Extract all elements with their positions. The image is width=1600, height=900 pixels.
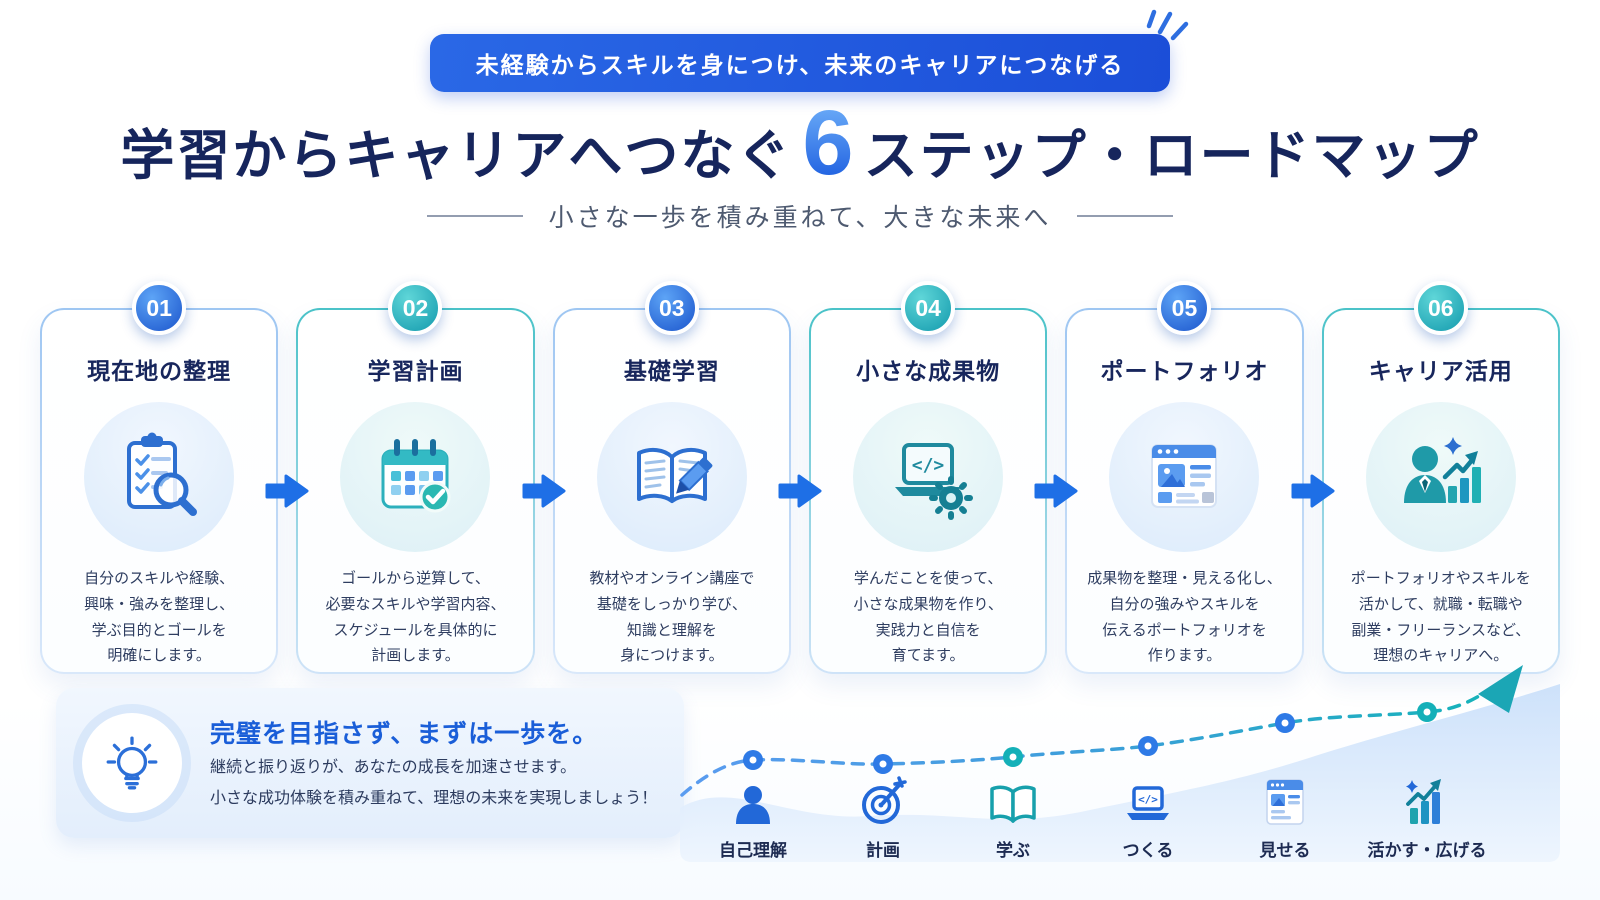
subtitle-row: 小さな一歩を積み重ねて、大きな未来へ (0, 198, 1600, 234)
open-book-icon (933, 770, 1093, 828)
step-card-4: 04 小さな成果物 </> (808, 281, 1048, 674)
header-badge: 未経験からスキルを身につけ、未来のキャリアにつなげる (429, 34, 1171, 92)
title-number: 6 (802, 92, 854, 194)
milestone-plan: 計画 (803, 770, 963, 861)
step-arrow-icon (521, 282, 567, 674)
tip-line: 小さな成功体験を積み重ねて、理想の未来を実現しましょう！ (210, 790, 658, 807)
milestone-learn: 学ぶ (933, 770, 1093, 861)
tip-text: 完璧を目指さず、まずは一歩を。 継続と振り返りが、あなたの成長を加速させます。 … (210, 714, 657, 812)
step-arrow-icon (777, 282, 823, 674)
lightbulb-icon (82, 713, 182, 813)
step-number-badge: 03 (644, 281, 699, 335)
step-number-badge: 05 (1157, 281, 1212, 335)
calendar-check-icon (340, 402, 491, 552)
tip-title: 完璧を目指さず、まずは一歩を。 (210, 720, 599, 749)
step-description: 教材やオンライン講座で基礎をしっかり学び、 知識と理解を身につけます。 (589, 570, 755, 665)
step-description: 自分のスキルや経験、興味・強みを整理し、 学ぶ目的とゴールを明確にします。 (84, 570, 235, 665)
step-arrow-icon (264, 282, 310, 674)
step-description: 成果物を整理・見える化し、自分の強みやスキルを 伝えるポートフォリオを作ります。 (1087, 570, 1282, 665)
tip-box: 完璧を目指さず、まずは一歩を。 継続と振り返りが、あなたの成長を加速させます。 … (56, 688, 684, 838)
book-pencil-icon (596, 402, 747, 552)
laptop-code-gear-icon: </> (853, 402, 1004, 552)
growth-chart-icon (1347, 770, 1507, 828)
step-description: ゴールから逆算して、必要なスキルや学習内容、 スケジュールを具体的に計画します。 (325, 570, 506, 665)
step-card-3: 03 基礎学習 (552, 281, 791, 674)
step-title: ポートフォリオ (1100, 358, 1269, 384)
subtitle-line-left (426, 215, 523, 217)
step-title: キャリア活用 (1368, 358, 1513, 384)
svg-text:</>: </> (1138, 793, 1158, 806)
person-growth-chart-icon (1365, 402, 1516, 552)
step-arrow-icon (1290, 282, 1336, 674)
step-number-badge: 06 (1413, 281, 1468, 335)
clipboard-magnifier-icon (84, 402, 235, 552)
title-left: 学習からキャリアへつなぐ (120, 126, 793, 186)
svg-text:</>: </> (912, 455, 945, 476)
step-card-2: 02 学習計画 (296, 281, 535, 674)
laptop-code-icon: </> (1068, 770, 1228, 828)
journey-path: 自己理解 計画 (680, 650, 1560, 900)
subtitle-line-right (1077, 215, 1174, 217)
tip-line: 継続と振り返りが、あなたの成長を加速させます。 (210, 759, 577, 777)
subtitle: 小さな一歩を積み重ねて、大きな未来へ (548, 204, 1052, 232)
header: 未経験からスキルを身につけ、未来のキャリアにつなげる 学習からキャリアへつなぐ … (0, 0, 1600, 234)
title-right: ステップ・ロードマップ (863, 126, 1480, 186)
step-card-1: 01 現在地の整理 (40, 281, 279, 674)
milestone-self-understanding: 自己理解 (673, 770, 833, 861)
step-description: 学んだことを使って、小さな成果物を作り、 実践力と自信を育てます。 (853, 570, 1003, 665)
person-icon (673, 770, 833, 828)
step-card-5: 05 ポートフォリオ (1065, 281, 1304, 674)
browser-portfolio-icon (1109, 402, 1260, 552)
page-title: 学習からキャリアへつなぐ 6 ステップ・ロードマップ (0, 92, 1600, 194)
bottom-section: 完璧を目指さず、まずは一歩を。 継続と振り返りが、あなたの成長を加速させます。 … (0, 650, 1600, 900)
emphasis-dashes-icon (1146, 8, 1198, 59)
milestone-create: </> つくる (1068, 770, 1228, 861)
growth-curve (680, 665, 1560, 862)
step-title: 学習計画 (367, 358, 464, 384)
milestone-leverage: 活かす・広げる (1347, 770, 1507, 861)
steps-row: 01 現在地の整理 (0, 281, 1600, 674)
step-title: 小さな成果物 (856, 358, 1001, 384)
step-number-badge: 01 (132, 281, 187, 335)
step-title: 現在地の整理 (87, 358, 232, 384)
step-number-badge: 04 (901, 281, 956, 335)
step-description: ポートフォリオやスキルを活かして、就職・転職や 副業・フリーランスなど、理想のキ… (1350, 570, 1531, 665)
step-title: 基礎学習 (623, 358, 720, 384)
target-icon (803, 770, 963, 828)
step-number-badge: 02 (388, 281, 443, 335)
browser-icon (1205, 770, 1365, 828)
milestone-show: 見せる (1205, 770, 1365, 861)
step-card-6: 06 キャリア活用 (1321, 281, 1560, 674)
step-arrow-icon (1033, 282, 1079, 674)
